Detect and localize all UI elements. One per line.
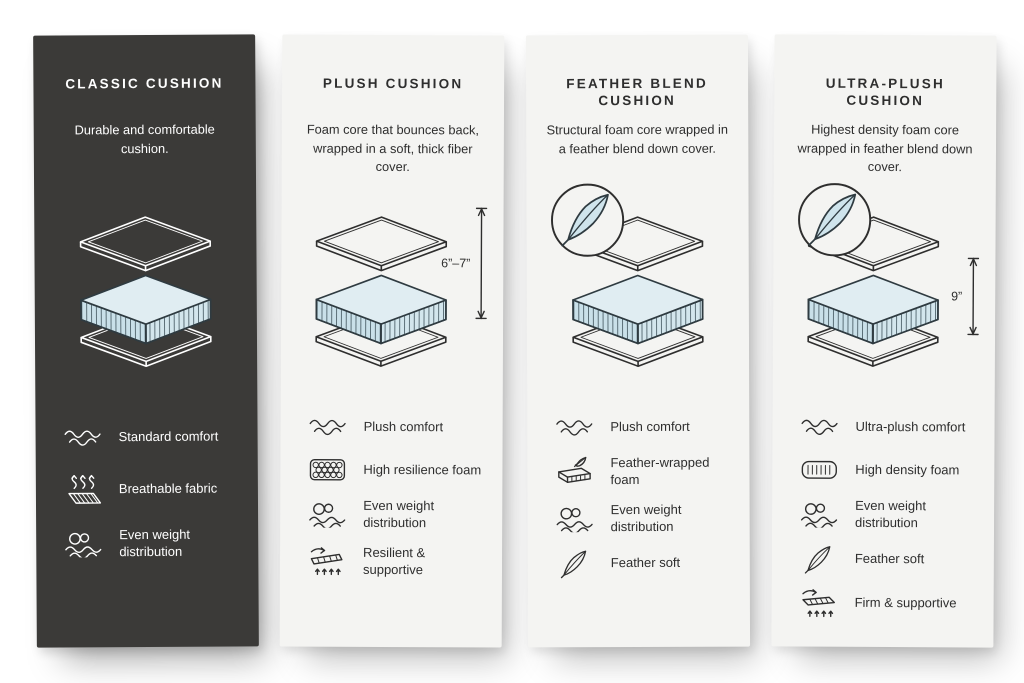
cushion-illustration: 6”–7” — [301, 183, 488, 389]
feature-label: Feather-wrapped foam — [610, 454, 710, 487]
dimension-label: 9” — [951, 289, 963, 304]
feature-label: Even weight distribution — [610, 501, 682, 534]
feature-row: Standard comfort — [59, 421, 237, 452]
cushion-layers-diagram — [315, 216, 448, 367]
cushion-illustration — [54, 182, 237, 388]
resilience-foam-icon — [304, 457, 350, 483]
feature-label: Plush comfort — [610, 418, 690, 434]
breathable-fabric-icon — [60, 474, 106, 506]
card-plush-cushion: PLUSH CUSHION Foam core that bounces bac… — [279, 34, 505, 648]
feature-row: High density foam — [796, 455, 974, 486]
feature-row: Ultra-plush comfort — [796, 412, 974, 443]
feature-row: Plush comfort — [305, 412, 483, 443]
feature-list: Plush comfort High resilience foam — [300, 412, 483, 579]
card-description: Foam core that bounces back, wrapped in … — [306, 121, 480, 175]
feature-row: Feather soft — [796, 544, 974, 575]
cushion-layers-diagram — [807, 216, 940, 367]
dimension-label: 6”–7” — [441, 256, 471, 271]
feature-row: Even weight distribution — [552, 501, 730, 535]
feature-label: Ultra-plush comfort — [855, 418, 966, 434]
feather-icon — [796, 544, 842, 574]
card-description: Highest density foam core wrapped in fea… — [797, 121, 973, 175]
card-title: CLASSIC CUSHION — [65, 75, 224, 92]
firm-supportive-icon — [796, 587, 842, 619]
feature-row: Breathable fabric — [60, 473, 238, 505]
feature-row: Even weight distribution — [304, 498, 482, 533]
card-description: Structural foam core wrapped in a feathe… — [546, 121, 728, 156]
waves-icon — [305, 415, 351, 438]
dimension-marker: 9” — [951, 257, 980, 336]
feature-row: Plush comfort — [551, 412, 729, 443]
feature-label: Breathable fabric — [118, 480, 218, 497]
card-classic-cushion: CLASSIC CUSHION Durable and comfortable … — [33, 34, 259, 648]
feature-label: Feather soft — [854, 551, 925, 567]
resilient-supportive-icon — [304, 546, 350, 577]
feather-badge — [551, 183, 625, 257]
feature-list: Standard comfort Breathable fabric — [55, 421, 238, 561]
feature-label: Standard comfort — [118, 428, 219, 444]
even-weight-icon — [60, 531, 106, 558]
feature-label: High resilience foam — [363, 461, 482, 477]
feather-icon — [552, 549, 598, 579]
card-feather-blend-cushion: FEATHER BLEND CUSHION Structural foam co… — [525, 34, 751, 648]
cushion-layers-diagram — [79, 216, 212, 368]
high-density-foam-icon — [796, 457, 842, 482]
feather-badge — [798, 183, 872, 257]
feature-row: High resilience foam — [304, 455, 482, 486]
feature-label: High density foam — [855, 461, 960, 477]
card-title: PLUSH CUSHION — [322, 75, 464, 92]
feature-row: Even weight distribution — [60, 527, 238, 562]
waves-icon — [796, 415, 842, 438]
feature-list: Ultra-plush comfort High density foam — [792, 412, 975, 620]
waves-icon — [60, 426, 106, 449]
cushion-illustration — [546, 183, 729, 389]
feature-label: Firm & supportive — [854, 594, 957, 611]
feather-wrapped-foam-icon — [551, 456, 597, 487]
feature-row: Firm & supportive — [796, 587, 974, 619]
cushion-illustration: 9” — [793, 183, 980, 389]
feature-row: Even weight distribution — [796, 498, 974, 533]
feature-list: Plush comfort Feather-wrapped foam — [547, 412, 730, 579]
dimension-marker: 6”–7” — [441, 207, 488, 320]
card-description: Durable and comfortable cushion. — [74, 121, 215, 156]
feature-row: Resilient & supportive — [304, 544, 482, 579]
feature-row: Feather-wrapped foam — [551, 455, 729, 489]
card-ultra-plush-cushion: ULTRA-PLUSH CUSHION Highest density foam… — [771, 34, 997, 648]
feature-label: Even weight distribution — [363, 497, 435, 531]
even-weight-icon — [796, 501, 842, 528]
cushion-layers-diagram — [572, 216, 704, 368]
card-title: ULTRA-PLUSH CUSHION — [825, 75, 945, 109]
feature-label: Even weight distribution — [119, 527, 191, 560]
feature-label: Plush comfort — [363, 418, 444, 434]
feature-label: Feather soft — [610, 554, 681, 571]
waves-icon — [551, 416, 597, 439]
feature-label: Even weight distribution — [855, 497, 927, 531]
even-weight-icon — [304, 501, 350, 528]
feature-row: Feather soft — [552, 548, 730, 579]
even-weight-icon — [552, 506, 598, 532]
card-title: FEATHER BLEND CUSHION — [566, 75, 708, 109]
feature-label: Resilient & supportive — [362, 544, 426, 577]
